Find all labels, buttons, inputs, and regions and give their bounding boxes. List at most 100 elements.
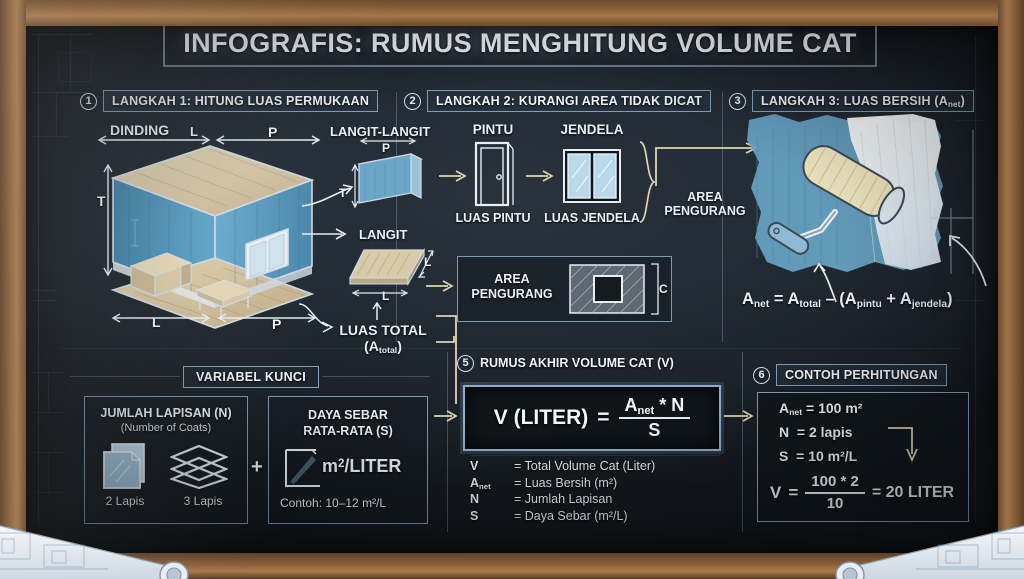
formula-lhs: V (LITER) bbox=[493, 406, 589, 429]
example-anet-line: Anet = 100 m² bbox=[779, 400, 863, 418]
legend-value: = Total Volume Cat (Liter) bbox=[514, 459, 656, 473]
step-1-label: LANGKAH 1: HITUNG LUAS PERMUKAAN bbox=[103, 90, 379, 112]
blueprint-guide-line bbox=[34, 290, 56, 291]
legend-key: V bbox=[470, 459, 479, 473]
vk-rule-right bbox=[322, 376, 430, 377]
blueprint-guide-line bbox=[955, 300, 985, 301]
anet-formula: Anet = Atotal – (Apintu + Ajendela) bbox=[742, 290, 953, 310]
blueprint-guide-line bbox=[38, 34, 39, 524]
luas-total-label: LUAS TOTAL bbox=[339, 322, 427, 338]
area-pengurang-box-label-2: PENGURANG bbox=[471, 287, 553, 301]
three-layers-icon bbox=[168, 444, 230, 495]
formula-fraction: Anet * N S bbox=[618, 395, 691, 440]
coverage-note: Contoh: 10–12 m²/L bbox=[280, 496, 387, 510]
result-fraction: 100 * 2 10 bbox=[805, 474, 865, 511]
jumlah-lapisan-title: JUMLAH LAPISAN (N) bbox=[100, 406, 232, 420]
blueprint-guide-line bbox=[32, 34, 92, 35]
result-equals: = bbox=[788, 482, 799, 502]
floor-panel-title: LANGIT bbox=[359, 227, 408, 242]
dimension-arrow-l-top bbox=[96, 134, 216, 146]
blueprint-roll-right bbox=[786, 519, 1024, 579]
door-title: PINTU bbox=[472, 122, 514, 137]
blueprint-guide-line bbox=[34, 492, 64, 493]
blueprint-roll-left bbox=[0, 519, 238, 579]
step-3-label: LANGKAH 3: LUAS BERSIH (Anet) bbox=[752, 90, 974, 112]
step-1-header: 1 LANGKAH 1: HITUNG LUAS PERMUKAAN bbox=[80, 90, 379, 112]
arrow-into-door bbox=[437, 168, 471, 184]
legend-value: = Luas Bersih (m²) bbox=[514, 475, 618, 490]
step-6-label: CONTOH PERHITUNGAN bbox=[776, 364, 947, 386]
door-caption: LUAS PINTU bbox=[455, 211, 531, 225]
jumlah-lapisan-subtitle: (Number of Coats) bbox=[120, 422, 212, 434]
arrow-into-deduct-box bbox=[424, 278, 458, 294]
floor-dim-arrow-l-bottom bbox=[350, 288, 412, 298]
step-5-label: RUMUS AKHIR VOLUME CAT (V) bbox=[480, 356, 674, 370]
arrow-up-to-luas-total bbox=[371, 300, 383, 322]
vk-rule-left bbox=[70, 376, 180, 377]
step-5-header: 5 RUMUS AKHIR VOLUME CAT (V) bbox=[457, 352, 674, 374]
two-lapis-caption: 2 Lapis bbox=[105, 494, 145, 508]
door-illustration bbox=[472, 140, 516, 213]
connector-total-lower bbox=[434, 334, 464, 348]
luas-total-symbol: (Atotal) bbox=[364, 338, 402, 356]
fraction-bar bbox=[618, 417, 691, 419]
dimension-arrow-p-top bbox=[214, 134, 326, 146]
window-caption: LUAS JENDELA bbox=[544, 211, 640, 225]
formula-equals: = bbox=[597, 406, 610, 429]
floor-dim-arrow-l-right bbox=[416, 248, 438, 282]
step-3-number: 3 bbox=[729, 92, 746, 110]
page-title: INFOGRAFIS: RUMUS MENGHITUNG VOLUME CAT bbox=[150, 22, 890, 68]
arrow-into-final-formula bbox=[432, 408, 462, 424]
coverage-unit-label: m2/LITER bbox=[322, 456, 402, 476]
arrow-door-to-window bbox=[524, 168, 558, 184]
final-formula-box: V (LITER) = Anet * N S bbox=[463, 385, 721, 451]
result-fraction-bar bbox=[805, 491, 865, 494]
page-title-text: INFOGRAFIS: RUMUS MENGHITUNG VOLUME CAT bbox=[183, 28, 857, 58]
step-3-header: 3 LANGKAH 3: LUAS BERSIH (Anet) bbox=[729, 90, 974, 112]
example-result-formula: V = 100 * 2 10 = 20 LITER bbox=[770, 474, 954, 511]
wooden-frame-left bbox=[0, 0, 26, 579]
area-pengurang-box-label-1: AREA bbox=[494, 272, 530, 286]
example-n-line: N = 2 lapis bbox=[779, 424, 853, 440]
blueprint-guide-line bbox=[56, 92, 57, 136]
window-illustration bbox=[562, 148, 622, 211]
legend-row: Anet = Luas Bersih (m²) bbox=[470, 475, 720, 492]
blueprint-guide-line bbox=[32, 136, 68, 137]
daya-sebar-title-1: DAYA SEBAR bbox=[308, 408, 388, 422]
step-2-number: 2 bbox=[404, 92, 421, 110]
window-title: JENDELA bbox=[560, 122, 624, 137]
legend-key: N bbox=[470, 492, 480, 506]
two-sheets-icon bbox=[100, 442, 152, 495]
step-6-header: 6 CONTOH PERHITUNGAN bbox=[753, 364, 947, 386]
legend-value: = Jumlah Lapisan bbox=[514, 492, 613, 506]
legend-key: Anet bbox=[470, 475, 491, 491]
blueprint-guide-line bbox=[34, 452, 64, 453]
coverage-area-icon bbox=[282, 448, 324, 495]
dim-bracket-c bbox=[649, 262, 661, 316]
daya-sebar-title-2: RATA-RATA (S) bbox=[303, 424, 393, 438]
arrow-p-to-luas-total bbox=[296, 300, 336, 334]
example-s-line: S = 10 m²/L bbox=[779, 448, 858, 464]
formula-numerator: Anet * N bbox=[624, 395, 685, 418]
blueprint-guide-line bbox=[34, 412, 64, 413]
legend-row: S = Daya Sebar (m²/L) bbox=[470, 508, 720, 525]
blueprint-hatch-box bbox=[58, 52, 92, 82]
formula-legend: V = Total Volume Cat (Liter) Anet = Luas… bbox=[470, 458, 720, 524]
formula-denominator: S bbox=[648, 420, 661, 440]
arrow-room-to-ceiling bbox=[300, 178, 358, 210]
plus-symbol: + bbox=[251, 456, 263, 478]
hatched-wall-with-opening bbox=[568, 263, 646, 320]
arrow-right-to-roller bbox=[946, 232, 990, 290]
dimension-arrow-t-left bbox=[102, 162, 114, 282]
step-1-number: 1 bbox=[80, 92, 97, 110]
area-pengurang-label-1: AREA bbox=[687, 190, 723, 204]
result-lhs: V bbox=[770, 482, 782, 502]
blueprint-guide-line bbox=[34, 300, 56, 301]
step-5-number: 5 bbox=[457, 354, 474, 372]
legend-row: V = Total Volume Cat (Liter) bbox=[470, 458, 720, 475]
step-6-number: 6 bbox=[753, 366, 770, 384]
step-2-label: LANGKAH 2: KURANGI AREA TIDAK DICAT bbox=[427, 90, 712, 112]
legend-value: = Daya Sebar (m²/L) bbox=[514, 508, 628, 523]
result-numerator: 100 * 2 bbox=[811, 473, 859, 490]
step-2-header: 2 LANGKAH 2: KURANGI AREA TIDAK DICAT bbox=[404, 90, 712, 112]
